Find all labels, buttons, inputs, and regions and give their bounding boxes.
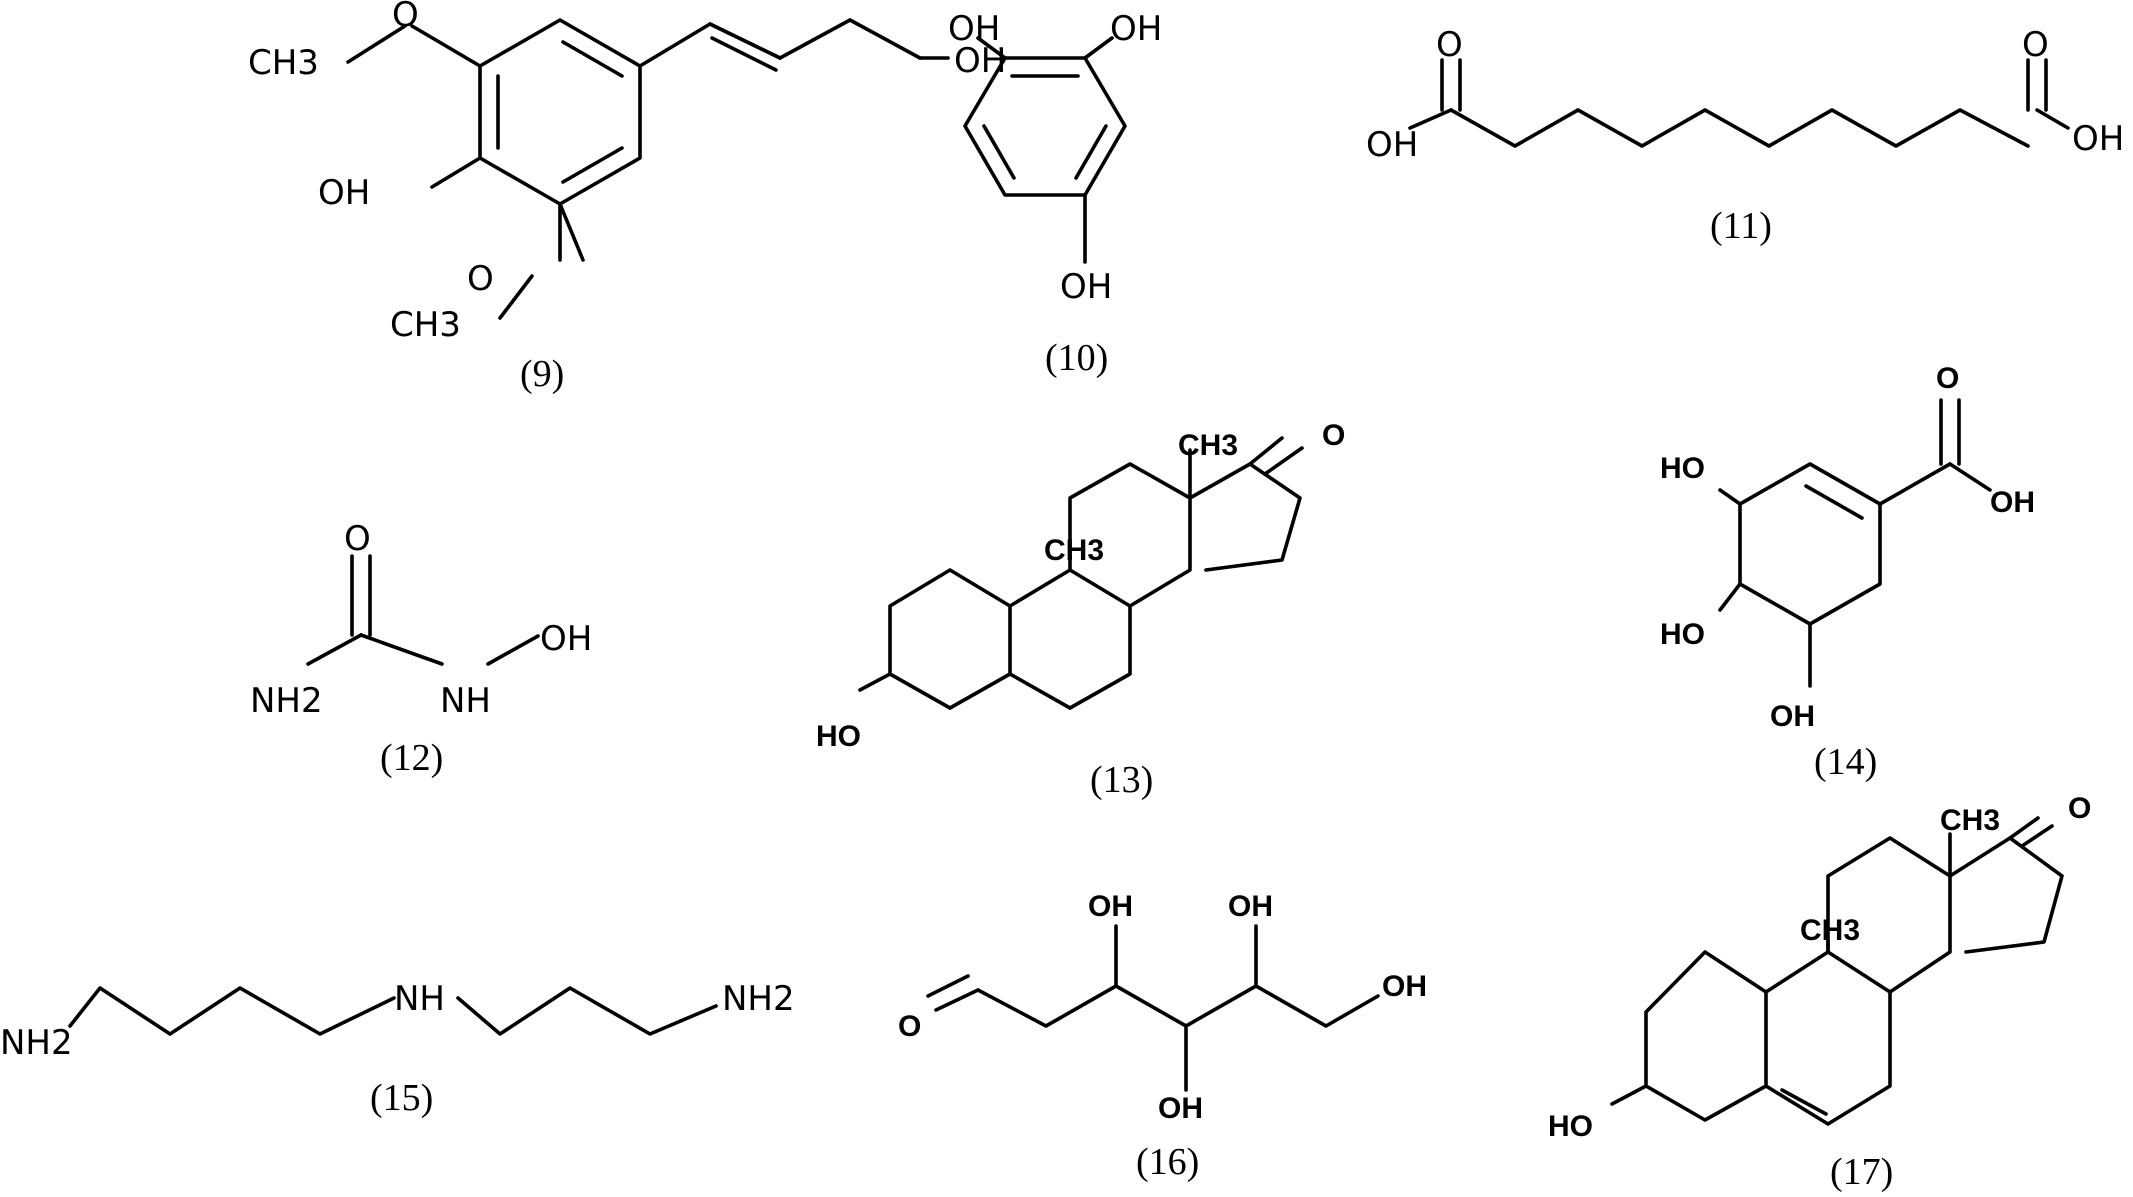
molecule-9-label-oh1: OH	[954, 41, 1006, 81]
molecule-10-caption: (10)	[1045, 337, 1108, 379]
molecule-14-caption: (14)	[1814, 741, 1877, 783]
molecule-10-label-oh2: OH	[1110, 9, 1162, 49]
molecule-9-label-o2: O	[467, 259, 494, 299]
molecule-9: O CH3 OH OH O CH3 (9)	[248, 0, 1006, 395]
molecule-16-label-o1: O	[898, 1010, 921, 1043]
molecule-14-bonds	[1718, 398, 1992, 688]
molecule-15-label-nh2a: NH2	[0, 1023, 73, 1063]
molecule-11-bonds	[1408, 58, 2070, 148]
molecule-9-label-me2: CH3	[390, 305, 461, 345]
molecule-13-label-ho: HO	[816, 720, 861, 753]
molecule-17-label-me1: CH3	[1940, 804, 2000, 837]
molecule-13-caption: (13)	[1090, 759, 1153, 801]
molecule-14-label-ho2: HO	[1660, 618, 1705, 651]
molecule-17-caption: (17)	[1830, 1151, 1893, 1193]
molecule-12-label-o1: O	[344, 519, 371, 559]
molecule-9-label-oh2: OH	[318, 173, 370, 213]
molecule-17-label-me2: CH3	[1800, 914, 1860, 947]
molecule-13: CH3 O CH3 HO (13)	[816, 419, 1345, 801]
molecule-17-bonds	[1610, 816, 2064, 1126]
molecule-15-label-nh: NH	[394, 979, 445, 1019]
molecule-11-caption: (11)	[1710, 205, 1772, 247]
molecule-16-label-oh2: OH	[1228, 890, 1273, 923]
molecule-14-label-oh2: OH	[1770, 700, 1815, 733]
molecule-10-bonds	[963, 36, 1127, 264]
molecule-12-label-nh: NH	[440, 681, 491, 721]
molecule-16-label-oh3: OH	[1382, 970, 1427, 1003]
molecule-12-bonds	[306, 554, 540, 666]
molecule-16-label-oh4: OH	[1158, 1092, 1203, 1125]
molecule-11-label-o1: O	[1436, 25, 1463, 65]
molecule-16: OH OH O OH OH (16)	[898, 890, 1427, 1183]
molecule-14-label-oh1: OH	[1990, 486, 2035, 519]
molecule-12-label-nh2: NH2	[250, 681, 323, 721]
molecule-11-label-oh2: OH	[2072, 119, 2124, 159]
molecule-9-label-me1: CH3	[248, 43, 319, 83]
molecule-17: CH3 O CH3 HO (17)	[1548, 792, 2091, 1193]
molecule-9-bonds	[346, 18, 950, 320]
molecule-13-label-me1: CH3	[1178, 429, 1238, 462]
molecule-11-label-oh1: OH	[1366, 125, 1418, 165]
molecule-12-caption: (12)	[380, 737, 443, 779]
molecule-16-bonds	[926, 924, 1380, 1092]
molecule-16-caption: (16)	[1136, 1141, 1199, 1183]
molecule-17-label-o1: O	[2068, 792, 2091, 825]
molecule-14-label-ho1: HO	[1660, 452, 1705, 485]
molecule-15-label-nh2b: NH2	[722, 979, 795, 1019]
molecule-9-label-o1: O	[392, 0, 419, 35]
molecule-15-caption: (15)	[370, 1077, 433, 1119]
molecule-13-label-o1: O	[1322, 419, 1345, 452]
molecule-10: OH OH OH (10)	[948, 9, 1162, 379]
molecule-15-bonds	[68, 986, 718, 1036]
molecule-16-label-oh1: OH	[1088, 890, 1133, 923]
molecule-14-label-o1: O	[1936, 362, 1959, 395]
molecule-17-label-ho: HO	[1548, 1110, 1593, 1143]
molecule-15: NH2 NH NH2 (15)	[0, 979, 795, 1119]
molecule-12-label-oh1: OH	[540, 619, 592, 659]
molecule-10-label-oh3: OH	[1060, 267, 1112, 307]
molecule-10-label-oh1: OH	[948, 9, 1000, 49]
molecule-11: O OH O OH (11)	[1366, 25, 2124, 247]
molecule-12: O OH NH2 NH (12)	[250, 519, 592, 779]
molecule-11-label-o2: O	[2022, 25, 2049, 65]
molecule-9-caption: (9)	[520, 353, 564, 395]
molecule-13-label-me2: CH3	[1044, 534, 1104, 567]
molecule-14: O HO OH HO OH (14)	[1660, 362, 2035, 783]
molecule-13-bonds	[858, 436, 1304, 710]
